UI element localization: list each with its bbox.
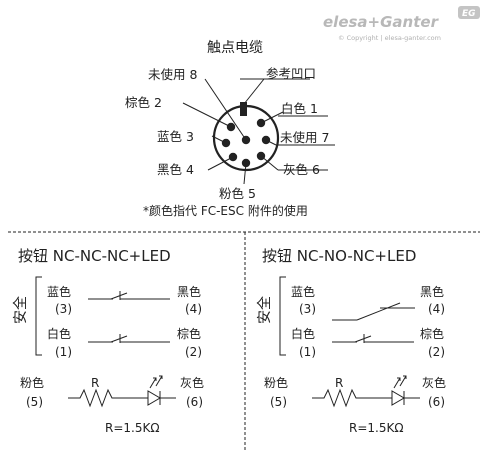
side-label: 安全 — [256, 296, 273, 324]
diagram-frame — [8, 231, 480, 450]
left-num-1: (3) — [55, 302, 72, 316]
contact-no-1 — [332, 302, 415, 321]
resistor-value: R=1.5KΩ — [105, 421, 160, 435]
diagram-title: 按钮 NC-NO-NC+LED — [262, 247, 416, 265]
left-color-2: 白色 — [291, 326, 315, 341]
left-num-2: (1) — [55, 345, 72, 359]
left-color-1: 蓝色 — [291, 285, 315, 299]
connector-section: 触点电缆 — [125, 40, 335, 218]
right-num-2: (2) — [185, 345, 202, 359]
resistor-led — [68, 375, 176, 408]
left-num-3: (5) — [26, 395, 43, 409]
contact-nc-1 — [88, 291, 170, 300]
safety-bracket — [35, 276, 42, 356]
diagram-title: 按钮 NC-NC-NC+LED — [18, 247, 171, 265]
resistor-value: R=1.5KΩ — [349, 421, 404, 435]
right-num-2: (2) — [428, 345, 445, 359]
pin-leaders — [182, 78, 335, 185]
connector-pins — [221, 118, 271, 168]
contact-nc-2 — [88, 334, 170, 343]
logo-text: elesa+Ganter — [323, 13, 440, 31]
side-label: 安全 — [12, 296, 29, 324]
connector-title: 触点电缆 — [207, 40, 263, 56]
right-color-1: 黑色 — [177, 285, 201, 299]
left-num-3: (5) — [270, 395, 287, 409]
pin-label-7: 未使用 7 — [280, 130, 329, 145]
resistor-label: R — [91, 376, 99, 390]
pin-label-8: 未使用 8 — [148, 67, 197, 82]
brand-logo: elesa+Ganter © Copyright | elesa-ganter.… — [323, 6, 480, 42]
resistor-label: R — [335, 376, 343, 390]
pin-label-3: 蓝色 3 — [157, 129, 194, 144]
left-color-2: 白色 — [47, 326, 71, 341]
pin-label-notch: 参考凹口 — [266, 66, 316, 81]
right-num-1: (4) — [185, 302, 202, 316]
right-color-3: 灰色 — [180, 376, 204, 390]
badge-bg — [458, 6, 480, 19]
right-color-2: 棕色 — [420, 326, 444, 341]
connector-notch — [240, 102, 247, 116]
left-color-1: 蓝色 — [47, 285, 71, 299]
connector-note: *颜色指代 FC-ESC 附件的使用 — [143, 203, 308, 218]
left-color-3: 粉色 — [20, 376, 44, 390]
copyright-text: © Copyright | elesa-ganter.com — [338, 34, 441, 42]
diagram-left: 按钮 NC-NC-NC+LED 安全 蓝色 (3) 白色 (1) 粉色 (5) … — [12, 247, 204, 435]
pin-label-4: 黑色 4 — [157, 162, 194, 177]
right-color-3: 灰色 — [422, 376, 446, 390]
resistor-led — [312, 375, 420, 408]
right-color-1: 黑色 — [420, 285, 444, 299]
right-num-3: (6) — [428, 395, 445, 409]
pin-label-6: 灰色 6 — [283, 162, 320, 177]
contact-nc-2 — [332, 334, 414, 343]
left-num-1: (3) — [299, 302, 316, 316]
safety-bracket — [279, 276, 286, 356]
right-num-3: (6) — [186, 395, 203, 409]
diagram-right: 按钮 NC-NO-NC+LED 安全 蓝色 (3) 白色 (1) 粉色 (5) … — [256, 247, 446, 435]
pin-label-1: 白色 1 — [281, 101, 318, 116]
pin-label-2: 棕色 2 — [125, 95, 162, 110]
left-num-2: (1) — [299, 345, 316, 359]
left-color-3: 粉色 — [264, 376, 288, 390]
pin-label-5: 粉色 5 — [219, 186, 256, 201]
right-color-2: 棕色 — [177, 326, 201, 341]
right-num-1: (4) — [428, 302, 445, 316]
badge-text: EG — [462, 9, 476, 19]
